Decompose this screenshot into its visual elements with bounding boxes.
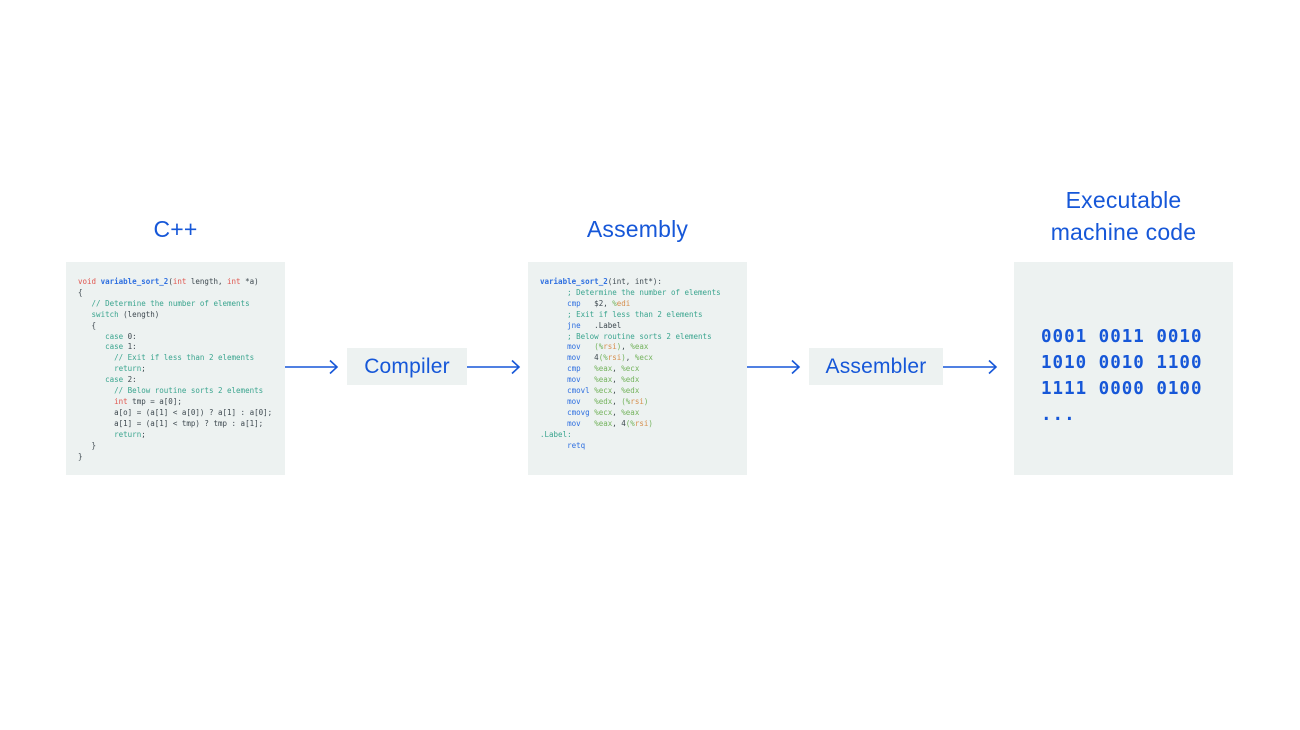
code-line: cmp %eax, %ecx [540, 364, 640, 374]
code-line: cmp $2, %edi [540, 298, 631, 308]
code-line: ; Exit if less than 2 elements [540, 309, 703, 319]
code-line: jne .Label [540, 320, 622, 330]
code-line: // Determine the number of elements [78, 298, 250, 308]
code-line: case 2: [78, 375, 137, 385]
code-line: variable_sort_2(int, int*): [540, 277, 662, 286]
code-line: .Label: [540, 429, 572, 439]
code-line: return; [78, 364, 146, 374]
assembler-label: Assembler [825, 354, 927, 378]
cpp-source-block: void variable_sort_2(int length, int *a)… [66, 262, 285, 475]
code-line: ... [1041, 405, 1076, 425]
code-line: 1010 0010 1100 [1041, 353, 1203, 373]
code-line: { [78, 320, 97, 330]
code-line: mov 4(%rsi), %ecx [540, 353, 653, 363]
compiler-box: Compiler [347, 348, 467, 385]
code-line: cmovl %ecx, %edx [540, 386, 640, 396]
machine-code-block: 0001 0011 0010 1010 0010 1100 1111 0000 01… [1014, 262, 1233, 475]
machine-code-title-line1: Executable [1065, 187, 1182, 213]
code-line: int tmp = a[0]; [114, 396, 182, 406]
code-line: } [78, 451, 83, 461]
arrow-compiler-to-assembly-icon [467, 359, 521, 375]
machine-code-title: Executable machine code [1014, 184, 1233, 248]
code-line: ; Below routine sorts 2 elements [540, 331, 712, 341]
machine-code-title-line2: machine code [1050, 219, 1197, 245]
code-line: // Exit if less than 2 elements [78, 353, 255, 363]
code-line: void variable_sort_2(int length, int *a) [78, 277, 259, 286]
code-line: switch (length) [78, 309, 160, 319]
code-line: cmovg %ecx, %eax [540, 407, 640, 417]
code-line: retq [540, 440, 586, 450]
assembly-source-block: variable_sort_2(int, int*): ; Determine … [528, 262, 747, 475]
arrow-cpp-to-compiler-icon [285, 359, 339, 375]
compiler-label: Compiler [364, 354, 450, 378]
code-line: { [78, 287, 83, 297]
code-line: case 1: [78, 342, 137, 352]
arrow-assembly-to-assembler-icon [747, 359, 801, 375]
code-line: mov %eax, 4(%rsi) [540, 418, 653, 428]
cpp-title: C++ [153, 216, 198, 242]
code-line: case 0: [78, 331, 137, 341]
code-line: // Below routine sorts 2 elements [78, 386, 264, 396]
code-line: mov %eax, %edx [540, 375, 640, 385]
code-line: } [78, 440, 97, 450]
assembler-box: Assembler [809, 348, 943, 385]
code-line: return; [78, 429, 146, 439]
code-line: a[o] = (a[1] < a[0]) ? a[1] : a[0]; [78, 407, 273, 417]
code-line: 1111 0000 0100 [1041, 379, 1203, 399]
code-line: ; Determine the number of elements [540, 287, 721, 297]
arrow-assembler-to-machine-icon [943, 359, 998, 375]
code-line: 0001 0011 0010 [1041, 327, 1203, 347]
assembly-title: Assembly [586, 216, 689, 242]
code-line: a[1] = (a[1] < tmp) ? tmp : a[1]; [78, 418, 264, 428]
code-line: mov %edx, (%rsi) [540, 396, 649, 406]
code-line: mov (%rsi), %eax [540, 342, 649, 352]
